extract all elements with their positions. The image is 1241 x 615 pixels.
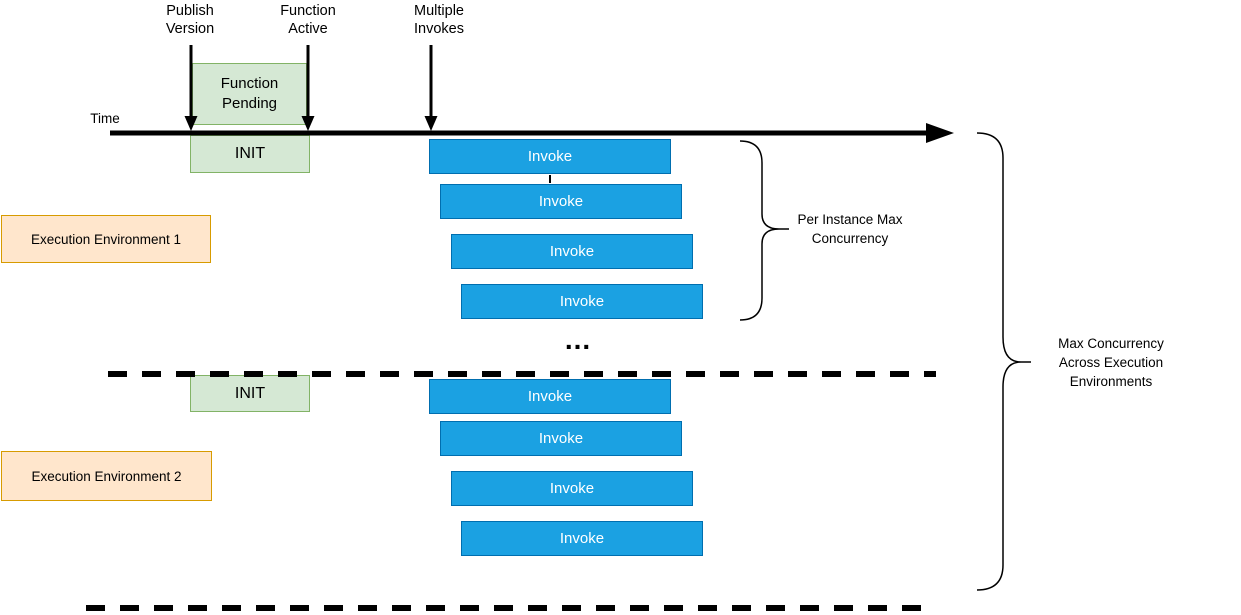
bracket-label-line: Per Instance Max	[797, 212, 903, 227]
milestone-label-line: Invokes	[414, 21, 464, 37]
invoke-bar-env1-1: Invoke	[429, 139, 671, 174]
init-box-env2: INIT	[190, 375, 310, 412]
invoke-bar-env2-1: Invoke	[429, 379, 671, 414]
timeline-arrowhead-icon	[926, 123, 954, 143]
milestone-label-line: Version	[165, 21, 215, 37]
milestone-label-function-active: Function Active	[263, 2, 353, 38]
milestone-label-line: Multiple	[414, 3, 464, 19]
function-pending-line: Pending	[221, 95, 278, 112]
time-axis-label: Time	[90, 111, 120, 126]
bracket-label-line: Max Concurrency	[1058, 336, 1164, 351]
milestone-label-line: Publish	[166, 3, 214, 19]
invoke-bar-env1-4: Invoke	[461, 284, 703, 319]
more-environments-ellipsis: ...	[564, 324, 592, 355]
milestone-label-multiple-invokes: Multiple Invokes	[394, 2, 484, 38]
max-concurrency-brace-icon	[976, 132, 1031, 591]
milestone-label-line: Active	[288, 21, 328, 37]
per-instance-max-concurrency-label: Per Instance Max Concurrency	[770, 210, 930, 248]
invoke-bar-env2-3: Invoke	[451, 471, 693, 506]
bracket-label-line: Concurrency	[811, 231, 889, 246]
function-pending-line: Function	[220, 75, 279, 92]
execution-environment-2-box: Execution Environment 2	[1, 451, 212, 501]
max-concurrency-across-environments-label: Max Concurrency Across Execution Environ…	[1036, 334, 1186, 391]
milestone-label-line: Function	[280, 3, 336, 19]
multiple-invokes-arrow-icon	[424, 45, 438, 131]
function-pending-box: Function Pending	[192, 63, 307, 125]
bracket-label-line: Environments	[1069, 374, 1153, 389]
execution-environment-1-box: Execution Environment 1	[1, 215, 211, 263]
invoke-bar-env1-2: Invoke	[440, 184, 682, 219]
init-box-env1: INIT	[190, 135, 310, 173]
bracket-label-line: Across Execution	[1058, 355, 1164, 370]
invoke-bar-env2-2: Invoke	[440, 421, 682, 456]
invoke-bar-env1-3: Invoke	[451, 234, 693, 269]
milestone-label-publish-version: Publish Version	[145, 2, 235, 38]
invoke-bar-env2-4: Invoke	[461, 521, 703, 556]
